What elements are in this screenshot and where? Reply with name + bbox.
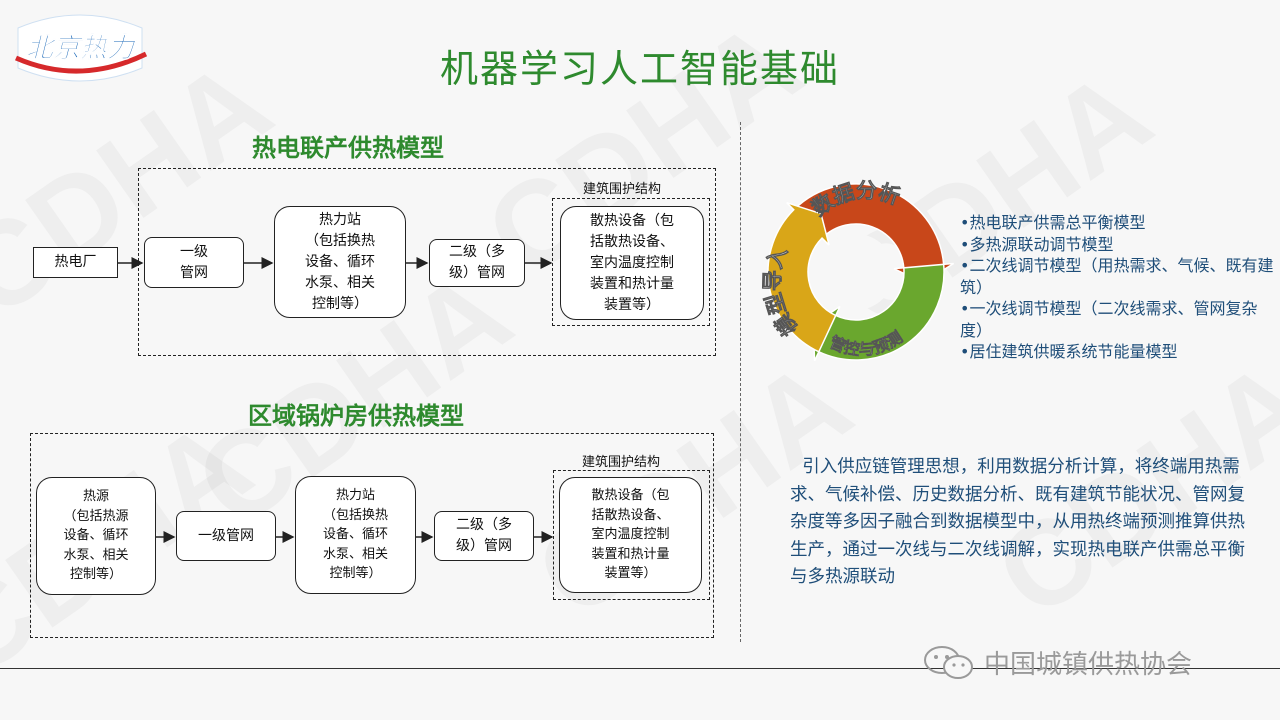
- model1-enclosure-label: 建筑围护结构: [583, 182, 662, 197]
- radiator-box: 散热设备（包 括散热设备、 室内温度控制 装置和热计量 装置等）: [559, 477, 702, 593]
- model2-title: 区域锅炉房供热模型: [248, 401, 464, 430]
- slide-title: 机器学习人工智能基础: [439, 47, 840, 91]
- list-item: •热电联产供需总平衡模型: [960, 213, 1146, 232]
- list-item: •一次线调节模型（二次线需求、管网复杂度）: [960, 299, 1258, 340]
- radiator-box: 散热设备（包 括散热设备、 室内温度控制 装置和热计量 装置等）: [560, 206, 704, 320]
- footer: 中国城镇供热协会: [920, 642, 1192, 682]
- footer-divider: [0, 668, 1280, 669]
- list-item: •多热源联动调节模型: [960, 234, 1114, 254]
- heat-station-box: 热力站 （包括换热 设备、循环 水泵、相关 控制等）: [295, 476, 416, 594]
- model2-enclosure: [553, 470, 710, 600]
- primary-network-box: 一级 管网: [144, 237, 244, 288]
- footer-text: 中国城镇供热协会: [984, 649, 1193, 680]
- power-plant-box: 热电厂: [33, 247, 118, 278]
- secondary-network-box: 二级（多 级）管网: [434, 511, 534, 561]
- heat-source-box: 热源 （包括热源 设备、循环 水泵、相关 控制等）: [36, 477, 156, 595]
- svg-text:北京热力: 北京热力: [26, 33, 137, 64]
- wechat-icon: [924, 646, 973, 679]
- secondary-network-box: 二级（多 级）管网: [429, 239, 525, 287]
- vertical-divider: [740, 122, 741, 642]
- model1-title: 热电联产供热模型: [252, 133, 444, 162]
- cycle-diagram: 数据分析 管控与预测 模型导入: [760, 178, 955, 362]
- heat-station-box: 热力站 （包括换热 设备、循环 水泵、相关 控制等）: [274, 206, 406, 318]
- model2-frame: [30, 433, 714, 638]
- list-item: •二次线调节模型（用热需求、气候、既有建筑）: [960, 256, 1274, 297]
- company-logo: 北京热力: [14, 14, 148, 82]
- description-paragraph: 引入供应链管理思想，利用数据分析计算，将终端用热需求、气候补偿、历史数据分析、既…: [790, 457, 1245, 587]
- cycle-segment: [767, 201, 837, 353]
- list-item: •居住建筑供暖系统节能量模型: [960, 342, 1178, 361]
- primary-network-box: 一级管网: [176, 511, 276, 561]
- model-list: •热电联产供需总平衡模型 •多热源联动调节模型 •二次线调节模型（用热需求、气候…: [960, 212, 1278, 363]
- model2-enclosure-label: 建筑围护结构: [582, 455, 661, 470]
- model1-enclosure: [552, 198, 710, 326]
